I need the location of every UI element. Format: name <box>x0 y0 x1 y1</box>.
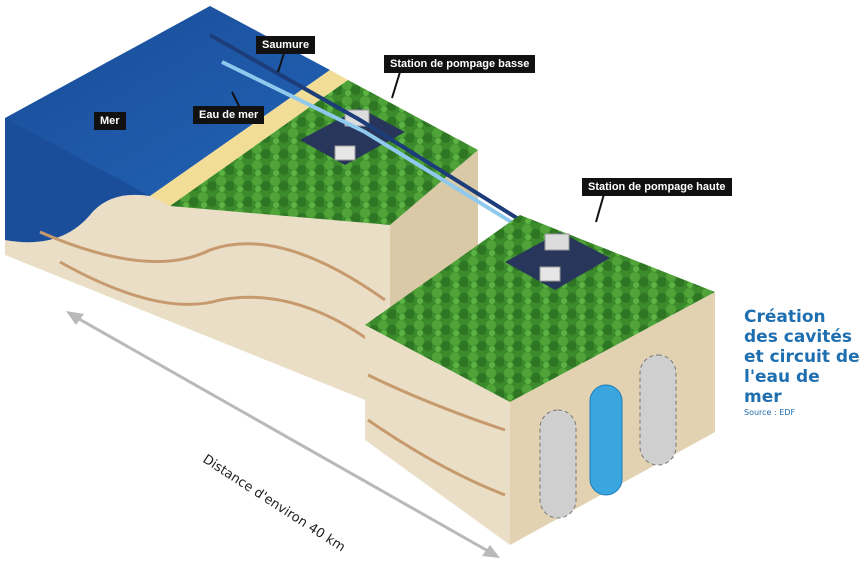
caption-source: Source : EDF <box>744 408 796 417</box>
sea-surface <box>5 6 330 196</box>
strata-line <box>367 418 506 497</box>
low-station-platform <box>300 108 405 165</box>
distance-arrow <box>66 311 500 558</box>
label-saumure: Saumure <box>256 36 316 54</box>
high-station-building <box>544 233 570 251</box>
cavity-left <box>539 409 577 519</box>
cavity-right <box>639 354 677 466</box>
inland-block <box>365 215 715 545</box>
strata-line <box>39 230 386 302</box>
caption-line: Création <box>744 307 826 327</box>
cavity-active <box>589 384 623 496</box>
label-station-basse: Station de pompage basse <box>384 55 536 73</box>
inland-forest <box>365 215 715 402</box>
beach-sand <box>150 70 348 206</box>
caption-line: des cavités <box>744 327 852 347</box>
caption-line: et circuit de <box>744 347 860 367</box>
label-eau-de-mer: Eau de mer <box>193 106 265 124</box>
label-station-haute: Station de pompage haute <box>582 178 732 196</box>
high-station-building <box>539 266 561 282</box>
caption: Création des cavités et circuit de l'eau… <box>744 307 862 418</box>
strata-line <box>367 373 506 432</box>
label-mer: Mer <box>94 112 126 130</box>
strata-line <box>59 260 386 354</box>
high-station-platform <box>505 232 610 290</box>
caption-line: l'eau de mer <box>744 367 820 407</box>
inland-block-front-face <box>365 325 510 545</box>
low-station-building <box>334 145 356 161</box>
